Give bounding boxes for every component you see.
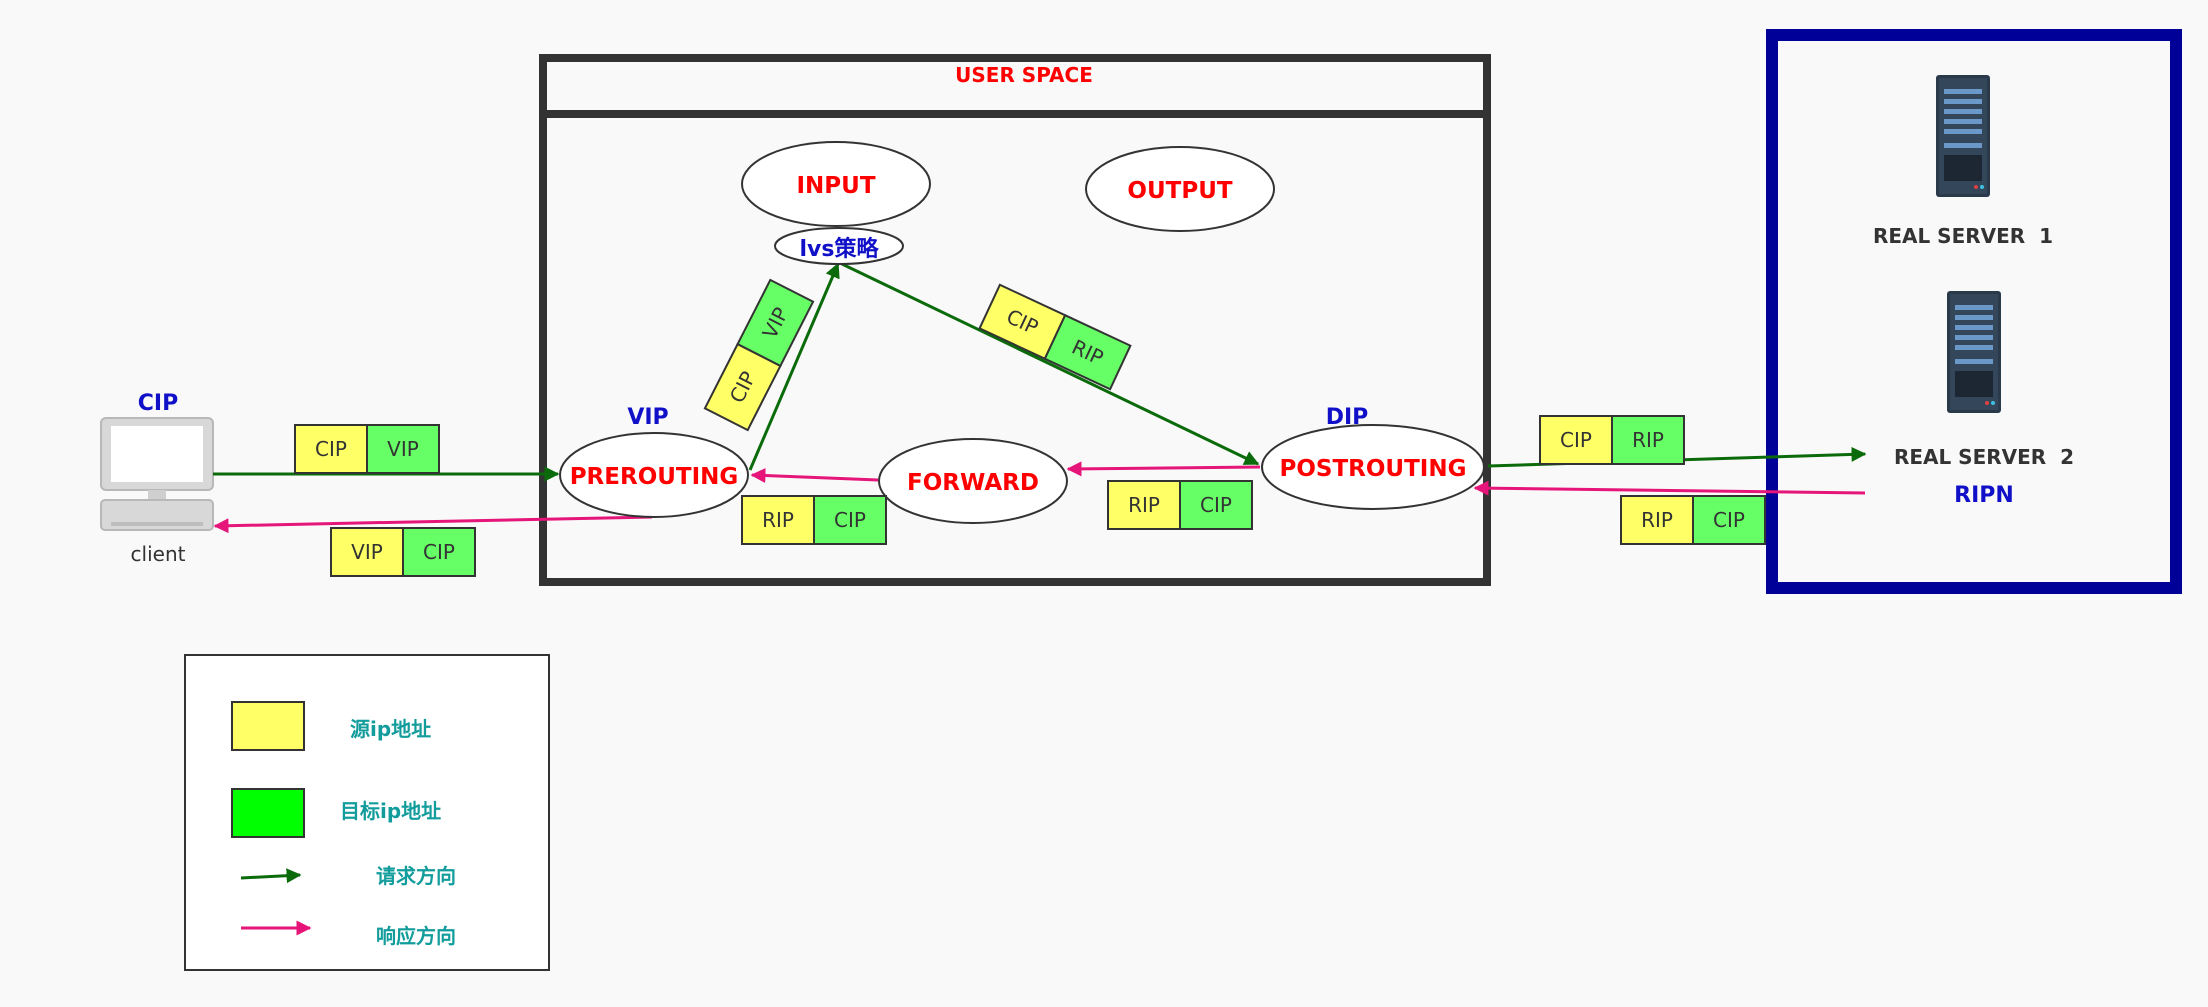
output-label: OUTPUT [1127, 178, 1232, 204]
server-tower-icon [1936, 75, 1990, 197]
output-node [1085, 146, 1275, 232]
postrouting-node [1261, 424, 1485, 510]
client-ip-label: CIP [138, 391, 178, 416]
legend-request-arrow [240, 868, 302, 884]
dip-label: DIP [1326, 405, 1369, 430]
packet-lvs-to-post: CIP RIP [978, 283, 1132, 391]
packet-target: CIP [1200, 493, 1232, 517]
postrouting-label: POSTROUTING [1280, 456, 1467, 482]
packet-to-server: CIP RIP [1539, 415, 1685, 465]
packet-to-lvs: CIP VIP [703, 278, 815, 432]
legend-target-label: 目标ip地址 [340, 799, 441, 823]
lvs-policy-label: lvs策略 [800, 236, 880, 262]
client-name: client [131, 542, 186, 566]
prerouting-node [559, 432, 749, 518]
packet-source: RIP [1128, 493, 1160, 517]
user-space-label: USER SPACE [955, 63, 1093, 87]
packet-source: CIP [315, 437, 347, 461]
packet-source: RIP [1641, 508, 1673, 532]
legend-response-label: 响应方向 [376, 924, 456, 948]
response-arrow-prerouting-to-client [213, 515, 653, 534]
forward-node [878, 438, 1068, 524]
ripn-label: RIPN [1954, 483, 2014, 508]
packet-target: CIP [834, 508, 866, 532]
response-arrow-forward-to-prerouting [750, 468, 879, 484]
response-arrow-postrouting-to-forward [1066, 461, 1261, 477]
packet-source: CIP [1560, 428, 1592, 452]
packet-source: VIP [351, 540, 383, 564]
kernel-frame [539, 54, 1491, 586]
packet-client-request: CIP VIP [294, 424, 440, 474]
vip-label: VIP [627, 405, 668, 430]
prerouting-label: PREROUTING [570, 464, 739, 490]
input-node [741, 141, 931, 227]
packet-from-server: RIP CIP [1620, 495, 1766, 545]
packet-client-response: VIP CIP [330, 527, 476, 577]
response-arrow-server-to-postrouting [1473, 480, 1866, 496]
packet-target: RIP [1632, 428, 1664, 452]
legend-source-label: 源ip地址 [350, 717, 431, 741]
request-arrow-lvs-to-postrouting [841, 262, 1260, 466]
server2-label: REAL SERVER 2 [1894, 445, 2074, 469]
lvs-policy-node [774, 227, 904, 265]
legend-request-label: 请求方向 [376, 864, 456, 888]
packet-target: CIP [1713, 508, 1745, 532]
legend-source-swatch [231, 701, 305, 751]
packet-target: CIP [423, 540, 455, 564]
legend-target-swatch [231, 788, 305, 838]
packet-source: RIP [762, 508, 794, 532]
desktop-computer-icon [100, 417, 214, 531]
forward-label: FORWARD [907, 470, 1039, 496]
request-arrow-prerouting-to-lvs [748, 262, 840, 471]
server-tower-icon [1947, 291, 2001, 413]
server1-label: REAL SERVER 1 [1873, 224, 2053, 248]
packet-post-in: RIP CIP [1107, 480, 1253, 530]
packet-forward-out: RIP CIP [741, 495, 887, 545]
packet-target: VIP [387, 437, 419, 461]
real-servers-frame [1766, 29, 2182, 594]
input-label: INPUT [796, 173, 875, 199]
